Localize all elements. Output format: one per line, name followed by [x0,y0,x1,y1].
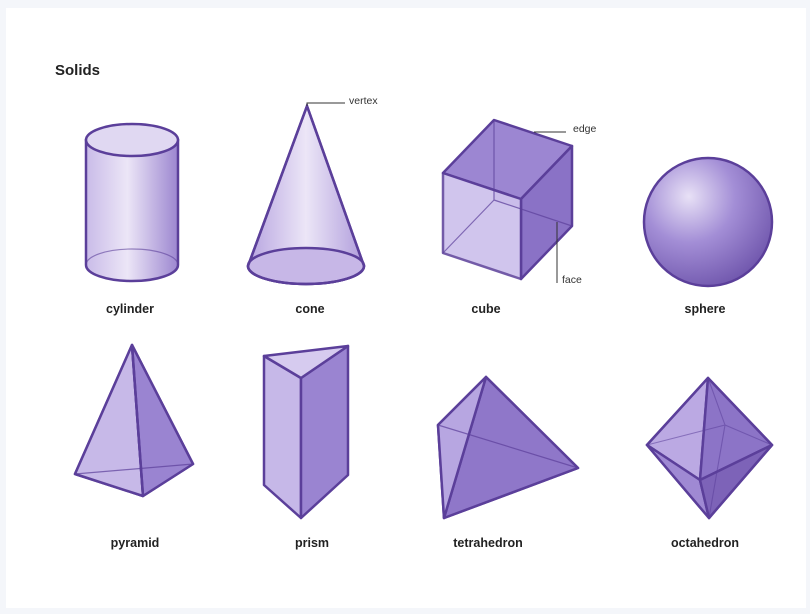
sphere-shape [644,158,772,286]
cylinder-shape [86,124,178,281]
label-cube: cube [421,302,551,316]
octahedron-shape [647,378,772,518]
label-sphere: sphere [640,302,770,316]
label-tetrahedron: tetrahedron [423,536,553,550]
tetrahedron-shape [438,377,578,518]
vertex-leader-line [307,103,345,106]
label-pyramid: pyramid [70,536,200,550]
label-cone: cone [245,302,375,316]
label-cylinder: cylinder [65,302,195,316]
pyramid-shape [75,345,193,496]
cube-shape [443,120,572,279]
label-prism: prism [247,536,377,550]
label-octahedron: octahedron [640,536,770,550]
vertex-annotation: vertex [349,95,378,107]
cone-shape [248,106,364,284]
face-annotation: face [562,274,582,286]
prism-shape [264,346,348,518]
edge-annotation: edge [573,123,596,135]
